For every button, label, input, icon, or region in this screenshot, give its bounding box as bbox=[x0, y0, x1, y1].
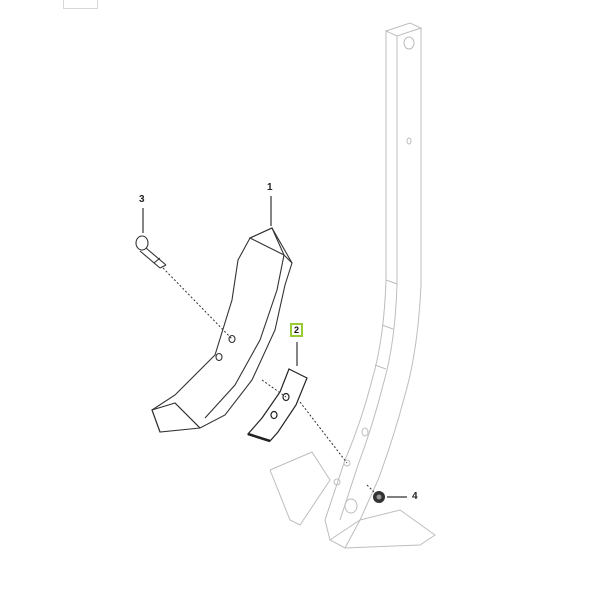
bolt bbox=[135, 235, 167, 269]
callout-2: 2 bbox=[293, 325, 299, 335]
callout-2-highlighted[interactable]: 2 bbox=[290, 323, 303, 337]
nut bbox=[373, 491, 385, 503]
leader-lines bbox=[142, 196, 407, 498]
assembly-lines bbox=[162, 267, 375, 493]
wear-plate bbox=[246, 368, 308, 443]
shovel-point bbox=[151, 227, 293, 433]
shank bbox=[269, 22, 436, 549]
callout-4[interactable]: 4 bbox=[412, 491, 418, 502]
callout-3[interactable]: 3 bbox=[139, 194, 145, 205]
top-tab bbox=[63, 0, 98, 9]
callout-1[interactable]: 1 bbox=[267, 182, 273, 193]
